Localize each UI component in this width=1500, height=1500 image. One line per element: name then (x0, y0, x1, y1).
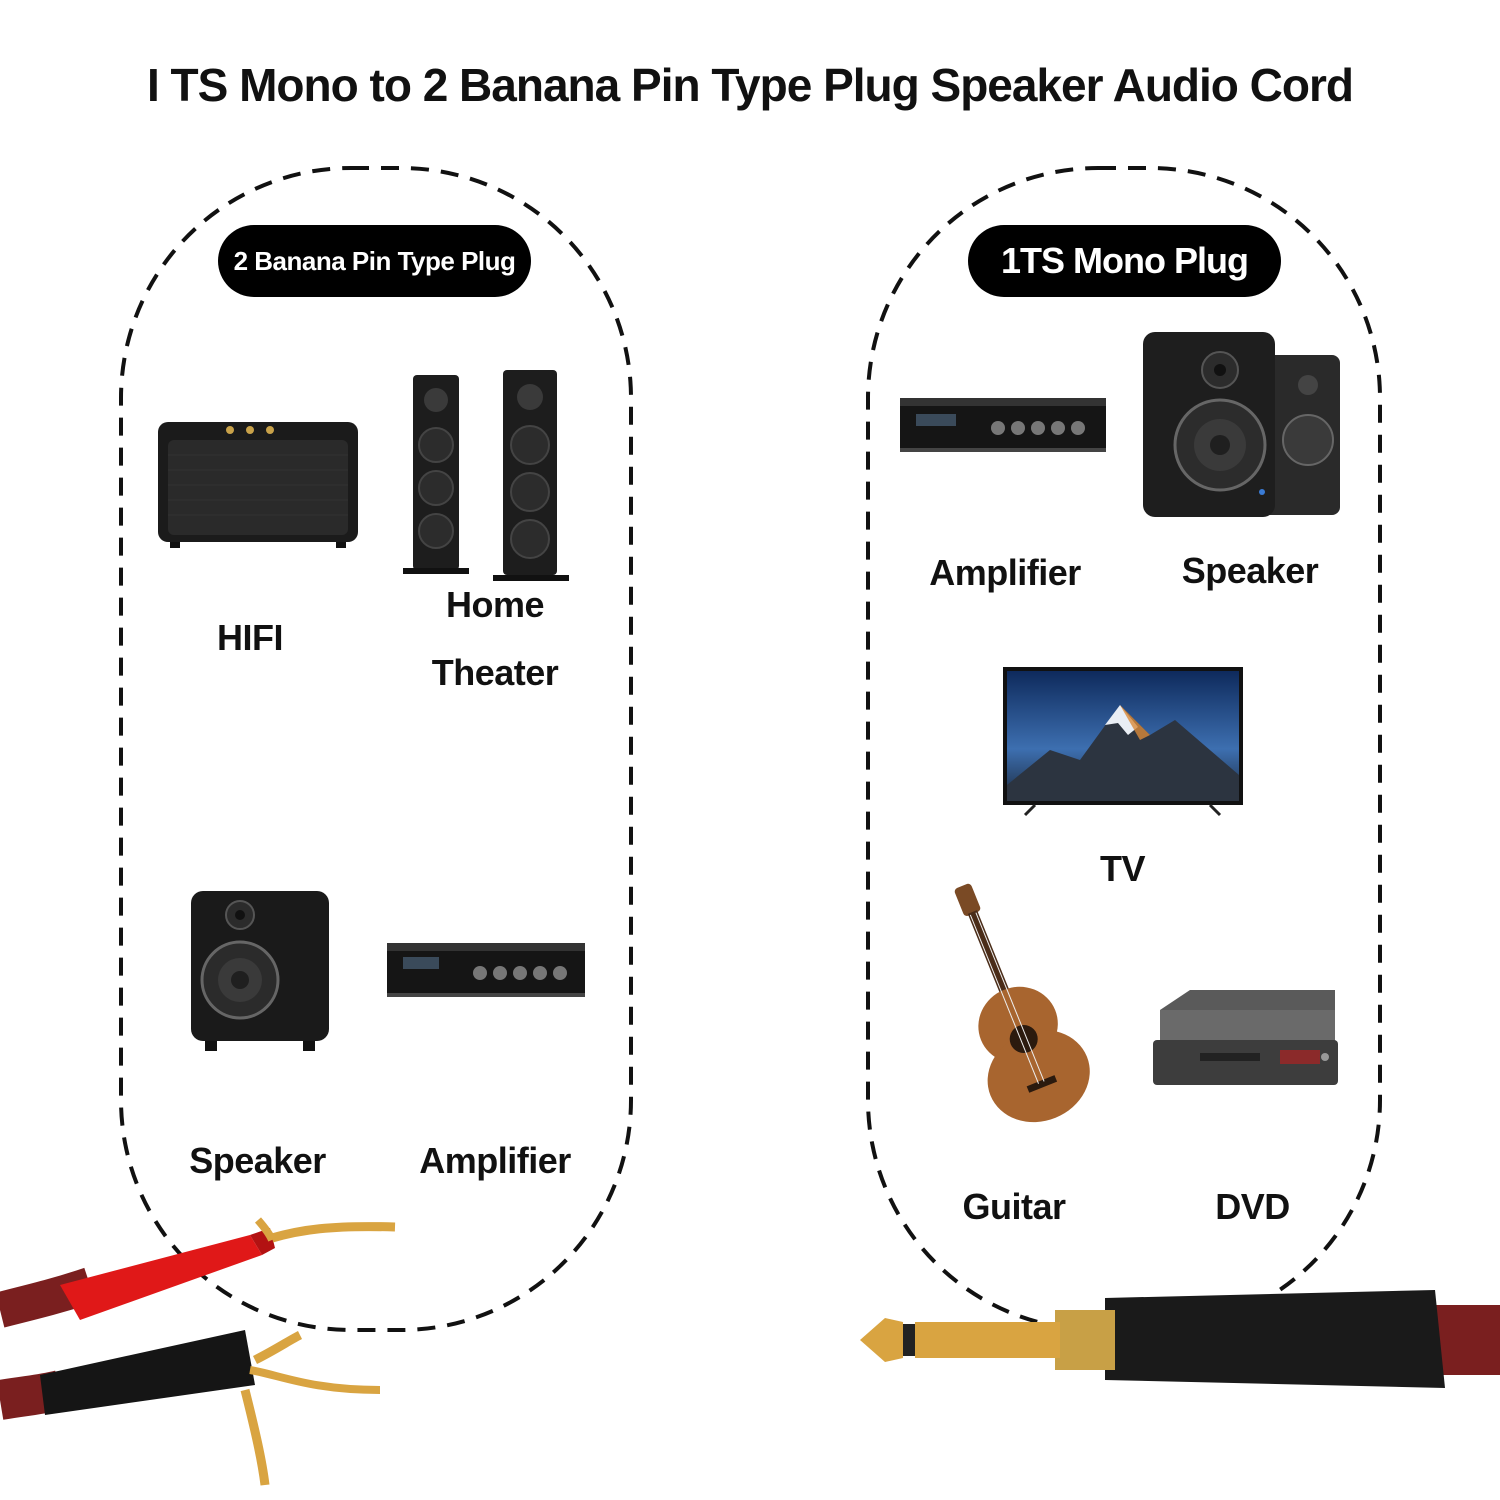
amplifier-image-right (900, 398, 1106, 452)
red-banana-plug (60, 1217, 396, 1320)
amplifier-label-left: Amplifier (419, 1140, 571, 1181)
left-panel-outline (119, 166, 633, 1332)
hifi-speaker-image (158, 422, 358, 548)
speaker-pair-image (1143, 332, 1340, 517)
tv-label: TV (1099, 848, 1146, 889)
dvd-label: DVD (1215, 1186, 1290, 1227)
guitar-image (954, 883, 1090, 1123)
speaker-label-right: Speaker (1181, 550, 1319, 591)
tower-right (493, 370, 569, 581)
home-theater-label-line1: Home (445, 584, 545, 625)
dvd-player-image (1153, 990, 1338, 1085)
ts-mono-plug-image (860, 1290, 1500, 1388)
amplifier-label-right: Amplifier (929, 552, 1081, 593)
right-panel-header: 1TS Mono Plug (968, 225, 1281, 297)
black-banana-plug (40, 1330, 381, 1486)
tower-left (403, 375, 469, 574)
banana-plugs-image (0, 1217, 396, 1486)
tv-image (1003, 667, 1243, 817)
amplifier-image-left (387, 943, 585, 997)
home-theater-label-line2: Theater (431, 652, 559, 693)
home-theater-speakers-image (403, 370, 569, 581)
left-panel-header: 2 Banana Pin Type Plug (218, 225, 531, 297)
guitar-label: Guitar (962, 1186, 1066, 1227)
speaker-label-left: Speaker (189, 1140, 326, 1181)
bookshelf-speaker-image (191, 891, 329, 1051)
hifi-label: HIFI (217, 617, 284, 658)
page-title: I TS Mono to 2 Banana Pin Type Plug Spea… (146, 59, 1354, 111)
